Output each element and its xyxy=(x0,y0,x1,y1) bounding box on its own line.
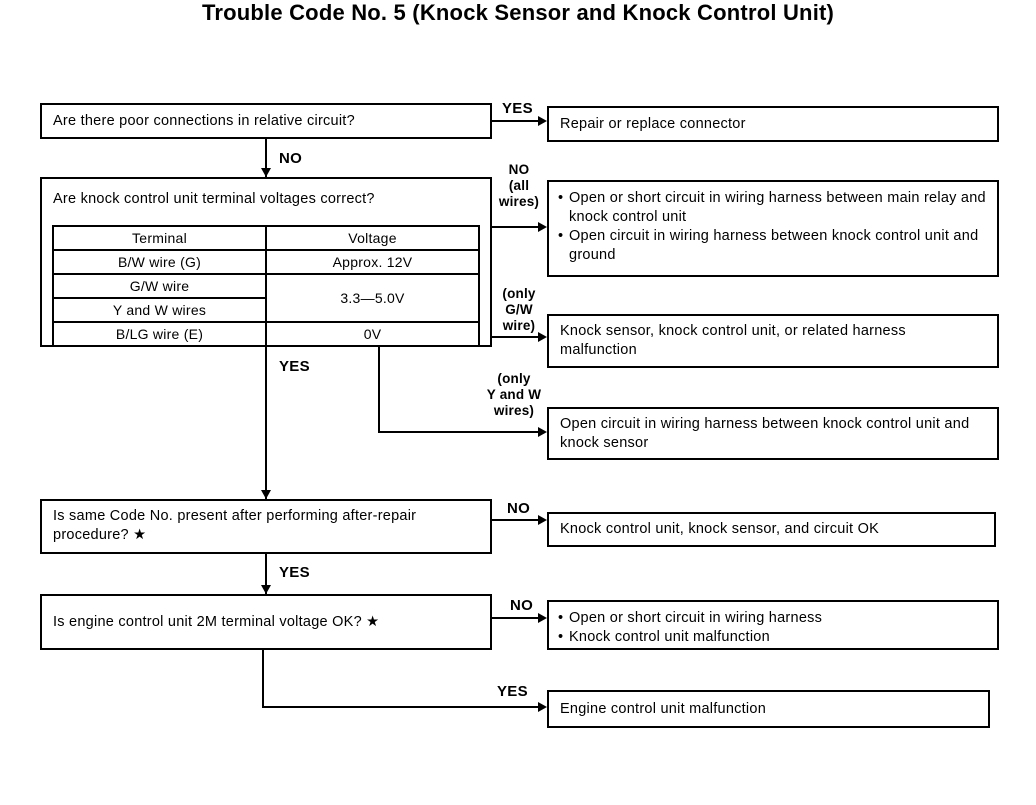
result-box-knock-sensor-malfunction: Knock sensor, knock control unit, or rel… xyxy=(547,314,999,368)
question-box-terminal-voltages: Are knock control unit terminal voltages… xyxy=(40,177,492,347)
branch-label-only-gw-wire: (only G/W wire) xyxy=(502,286,536,333)
bullet-icon: • xyxy=(558,228,564,244)
bullet-icon: • xyxy=(558,629,564,645)
bullet-icon: • xyxy=(558,190,564,206)
connector-line xyxy=(262,648,264,708)
bullet-icon: • xyxy=(558,610,564,626)
table-cell-terminal: B/LG wire (E) xyxy=(52,321,267,347)
branch-label-no-all-wires: NO (all wires) xyxy=(498,162,540,209)
table-row: B/W wire (G) Approx. 12V xyxy=(52,249,480,275)
connector-line xyxy=(378,431,542,433)
table-row: B/LG wire (E) 0V xyxy=(52,321,480,347)
connector-line xyxy=(492,120,542,122)
question-text: Is engine control unit 2M terminal volta… xyxy=(53,613,380,630)
result-box-circuit-ok: Knock control unit, knock sensor, and ci… xyxy=(547,512,996,547)
table-header-terminal: Terminal xyxy=(52,225,267,251)
result-text: Open circuit in wiring harness between k… xyxy=(560,416,970,451)
arrowhead-right-icon xyxy=(538,613,547,623)
question-box-poor-connections: Are there poor connections in relative c… xyxy=(40,103,492,139)
connector-line xyxy=(492,519,542,521)
connector-line xyxy=(492,226,542,228)
table-cell-voltage-merged: 3.3—5.0V xyxy=(265,273,480,323)
result-text: Knock control unit, knock sensor, and ci… xyxy=(560,521,880,537)
arrowhead-down-icon xyxy=(261,490,271,499)
table-cell-terminal: G/W wire xyxy=(52,273,267,299)
branch-label-yes: YES xyxy=(497,683,528,700)
question-text: Is same Code No. present after performin… xyxy=(53,508,417,543)
connector-line xyxy=(265,345,267,499)
table-row: Y and W wires xyxy=(52,297,479,323)
branch-label-no: NO xyxy=(507,500,531,517)
result-box-engine-control-unit-malfunction: Engine control unit malfunction xyxy=(547,690,990,728)
result-box-repair-connector: Repair or replace connector xyxy=(547,106,999,142)
connector-line xyxy=(378,345,380,433)
question-text: Are knock control unit terminal voltages… xyxy=(53,191,375,207)
result-text: Open or short circuit in wiring harness xyxy=(569,610,823,626)
table-cell-terminal: Y and W wires xyxy=(52,297,267,323)
branch-label-no: NO xyxy=(510,597,534,614)
arrowhead-right-icon xyxy=(538,332,547,342)
connector-line xyxy=(492,617,542,619)
result-box-open-circuit-knock-sensor: Open circuit in wiring harness between k… xyxy=(547,407,999,460)
table-cell-voltage: 0V xyxy=(265,321,480,347)
question-box-same-code: Is same Code No. present after performin… xyxy=(40,499,492,554)
bullet-line: • Open circuit in wiring harness between… xyxy=(558,227,988,265)
branch-label-only-yw-wires: (only Y and W wires) xyxy=(486,371,542,418)
branch-label-no: NO xyxy=(279,150,303,167)
question-box-2m-terminal-voltage: Is engine control unit 2M terminal volta… xyxy=(40,594,492,650)
terminal-voltage-table: Terminal Voltage B/W wire (G) Approx. 12… xyxy=(52,225,480,347)
table-cell-voltage: Approx. 12V xyxy=(265,249,480,275)
table-header-row: Terminal Voltage xyxy=(52,225,480,251)
result-text: Knock sensor, knock control unit, or rel… xyxy=(560,323,906,358)
branch-label-yes: YES xyxy=(502,100,533,117)
arrowhead-right-icon xyxy=(538,515,547,525)
bullet-line: • Open or short circuit in wiring harnes… xyxy=(558,189,988,227)
table-header-voltage: Voltage xyxy=(265,225,480,251)
question-text: Are there poor connections in relative c… xyxy=(53,112,355,129)
branch-label-yes: YES xyxy=(279,564,310,581)
table-row: G/W wire 3.3—5.0V xyxy=(52,273,480,323)
result-text: Repair or replace connector xyxy=(560,115,746,132)
table-cell-terminal: B/W wire (G) xyxy=(52,249,267,275)
arrowhead-right-icon xyxy=(538,116,547,126)
result-text: Knock control unit malfunction xyxy=(569,629,770,645)
arrowhead-down-icon xyxy=(261,168,271,177)
flowchart-title: Trouble Code No. 5 (Knock Sensor and Kno… xyxy=(201,0,835,25)
connector-line xyxy=(262,706,542,708)
result-text: Engine control unit malfunction xyxy=(560,700,767,717)
bullet-line: • Knock control unit malfunction xyxy=(558,628,988,647)
connector-line xyxy=(492,336,542,338)
arrowhead-right-icon xyxy=(538,222,547,232)
arrowhead-down-icon xyxy=(261,585,271,594)
bullet-line: • Open or short circuit in wiring harnes… xyxy=(558,609,988,628)
connector-line xyxy=(265,553,267,594)
result-text: Open or short circuit in wiring harness … xyxy=(569,190,986,225)
connector-line xyxy=(265,139,267,177)
result-text: Open circuit in wiring harness between k… xyxy=(569,228,979,263)
result-box-open-short-main-relay: • Open or short circuit in wiring harnes… xyxy=(547,180,999,277)
arrowhead-right-icon xyxy=(538,427,547,437)
branch-label-yes: YES xyxy=(279,358,310,375)
result-box-harness-or-unit-malfunction: • Open or short circuit in wiring harnes… xyxy=(547,600,999,650)
arrowhead-right-icon xyxy=(538,702,547,712)
